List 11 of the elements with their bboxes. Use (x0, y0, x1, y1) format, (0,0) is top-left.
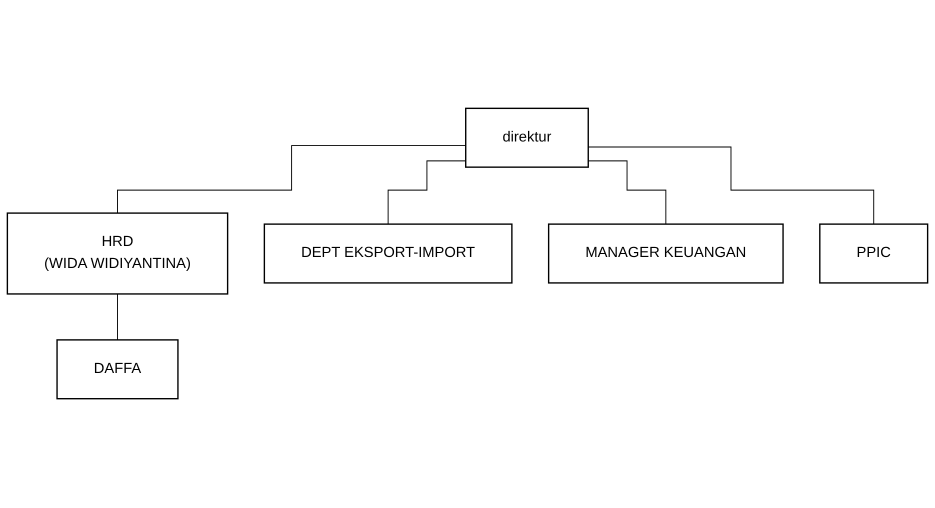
node-box: HRD (WIDA WIDIYANTINA) (6, 212, 228, 296)
node-box: direktur (465, 108, 589, 168)
node-box: DEPT EKSPORT-IMPORT (264, 224, 513, 284)
node-box: DAFFA (56, 340, 179, 400)
node-box: MANAGER KEUANGAN (548, 224, 784, 284)
connector (588, 160, 666, 226)
connector (588, 147, 874, 226)
connector (388, 160, 466, 226)
connector (117, 146, 466, 214)
connector (117, 294, 118, 341)
node-box: PPIC (819, 224, 928, 284)
